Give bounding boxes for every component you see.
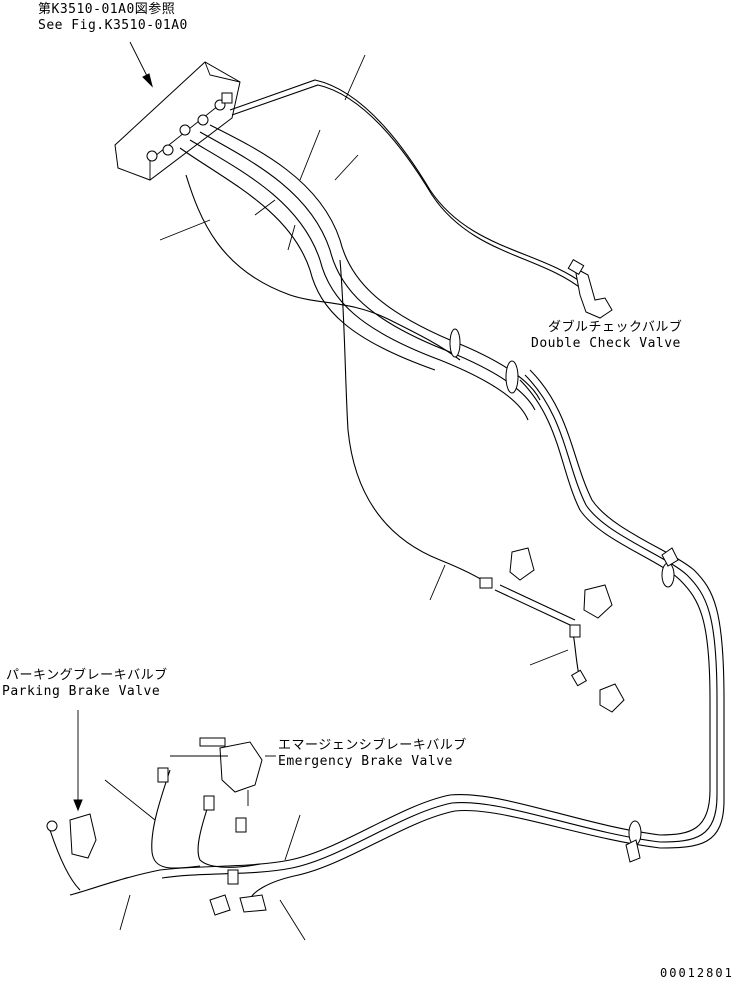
parking-brake-valve-label-jp: パーキングブレーキバルブ [6,668,168,683]
emergency-brake-valve-part [170,737,263,806]
double-check-valve-label-jp: ダブルチェックバルブ [548,320,683,335]
hose-bundle-lower [49,769,661,901]
drawing-number: 00012801 [660,966,734,980]
double-check-valve-part [567,258,613,319]
emergency-brake-valve-label-jp: エマージェンシブレーキバルブ [278,738,467,753]
mid-fittings [479,547,625,713]
parking-brake-valve-label-en: Parking Brake Valve [2,684,161,699]
emergency-brake-valve-label-en: Emergency Brake Valve [278,754,453,769]
manifold-block [114,61,241,181]
lower-fittings [157,767,267,916]
hose-bundle-right [339,259,725,849]
see-fig-label-en: See Fig.K3510-01A0 [38,18,188,33]
parking-brake-valve-part [46,813,97,859]
double-check-valve-label-en: Double Check Valve [531,336,681,351]
hose-clamps [449,328,679,863]
hose-bundle-upper [179,79,586,421]
leader-lines [73,41,569,941]
see-fig-label-jp: 第K3510-01A0図参照 [38,2,176,17]
